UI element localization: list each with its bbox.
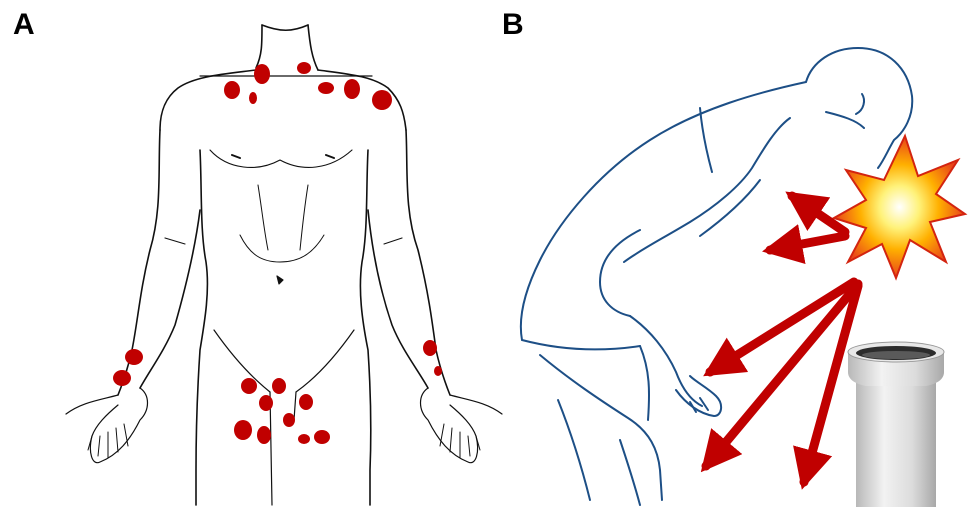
lesion-marker <box>344 79 360 99</box>
arrow-icon <box>770 236 845 250</box>
lesion-marker <box>254 64 270 84</box>
pain-arrows <box>706 196 858 482</box>
lesion-markers <box>113 62 442 444</box>
lesion-marker <box>249 92 257 104</box>
arrow-icon <box>792 196 845 232</box>
lesion-marker <box>434 366 442 376</box>
bent-man-outline <box>521 48 912 505</box>
lesion-marker <box>423 340 437 356</box>
lesion-marker <box>318 82 334 94</box>
lesion-marker <box>113 370 131 386</box>
lesion-marker <box>299 394 313 410</box>
lesion-marker <box>272 378 286 394</box>
explosion-icon <box>834 136 965 278</box>
lesion-marker <box>283 413 295 427</box>
lesion-marker <box>125 349 143 365</box>
arrow-icon <box>710 282 854 372</box>
lesion-marker <box>314 430 330 444</box>
body-outline <box>66 25 502 505</box>
lesion-marker <box>298 434 310 444</box>
lesion-marker <box>234 420 252 440</box>
lesion-marker <box>257 426 271 444</box>
lesion-marker <box>259 395 273 411</box>
lesion-marker <box>241 378 257 394</box>
lesion-marker <box>372 90 392 110</box>
lesion-marker <box>297 62 311 74</box>
lesion-marker <box>224 81 240 99</box>
pvc-pipe-image <box>848 342 944 507</box>
